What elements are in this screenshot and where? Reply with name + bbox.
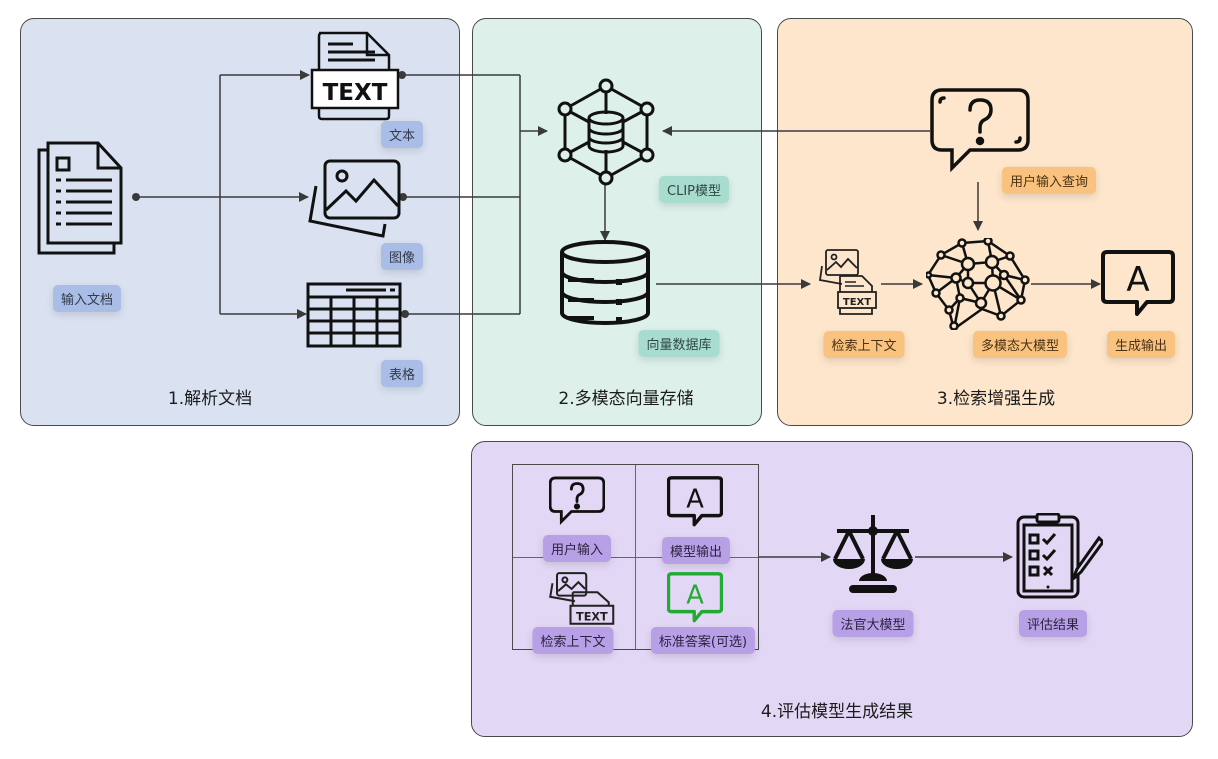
clip-model-icon — [557, 78, 655, 186]
vector-database-icon — [560, 240, 650, 325]
neural-brain-icon — [926, 238, 1030, 330]
label-table: 表格 — [380, 360, 424, 387]
eval-input-grid — [512, 464, 759, 650]
reference-answer-icon: A — [667, 572, 723, 623]
retrieved-context-icon: TEXT — [818, 249, 877, 315]
evaluation-checklist-icon — [1016, 513, 1103, 599]
answer-glyph: A — [686, 484, 704, 514]
connector-dot — [132, 193, 140, 201]
grid-divider-horizontal — [513, 557, 758, 558]
model-output-answer-icon: A — [667, 476, 723, 527]
document-icon — [37, 141, 123, 255]
label-input-document: 输入文档 — [52, 285, 122, 312]
panel-title-store: 2.多模态向量存储 — [558, 389, 694, 409]
answer-glyph: A — [1126, 260, 1149, 300]
label-generated-output: 生成输出 — [1106, 331, 1176, 358]
eval-context-icon: TEXT — [549, 572, 615, 625]
panel-retrieval-augmented-generation — [777, 18, 1193, 426]
connector-dot — [398, 71, 406, 79]
label-retrieved-context: 检索上下文 — [823, 331, 905, 358]
answer-bubble-icon: A — [1101, 250, 1175, 316]
label-text: 文本 — [380, 121, 424, 148]
panel-title-rag: 3.检索增强生成 — [936, 389, 1056, 409]
judge-scale-icon — [833, 515, 913, 593]
text-icon-label: TEXT — [323, 80, 388, 106]
label-reference-answer: 标准答案(可选) — [650, 627, 756, 654]
panel-title-parse: 1.解析文档 — [167, 389, 253, 409]
label-user-input: 用户输入 — [542, 535, 612, 562]
label-multimodal-llm: 多模态大模型 — [972, 331, 1068, 358]
context-icon-label: TEXT — [843, 297, 871, 308]
label-retrieved-context: 检索上下文 — [532, 627, 614, 654]
label-image: 图像 — [380, 243, 424, 270]
label-vector-database: 向量数据库 — [638, 330, 720, 357]
panel-title-eval: 4.评估模型生成结果 — [760, 702, 914, 722]
image-icon — [308, 159, 401, 238]
label-clip-model: CLIP模型 — [659, 176, 729, 203]
label-judge-llm: 法官大模型 — [832, 610, 914, 637]
label-evaluation-result: 评估结果 — [1018, 610, 1088, 637]
text-file-icon: TEXT — [310, 31, 400, 121]
connector-dot — [401, 310, 409, 318]
user-input-question-icon — [549, 476, 605, 525]
question-bubble-icon — [930, 88, 1030, 173]
label-model-output: 模型输出 — [661, 537, 731, 564]
context-icon-label: TEXT — [576, 610, 608, 623]
table-icon — [306, 282, 402, 348]
answer-glyph: A — [686, 580, 704, 610]
label-user-query: 用户输入查询 — [1001, 167, 1097, 194]
connector-dot — [399, 193, 407, 201]
